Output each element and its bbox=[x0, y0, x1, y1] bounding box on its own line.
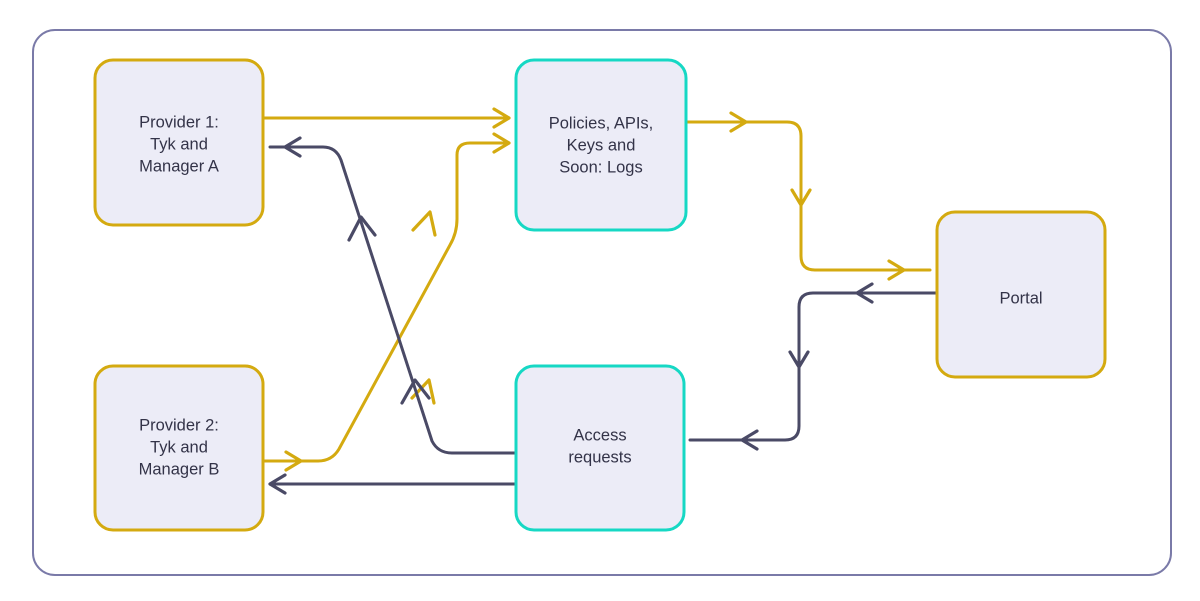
node-access-requests-label-line-1: Access bbox=[573, 426, 626, 444]
node-policies-label-line-2: Keys and bbox=[567, 136, 636, 154]
edge-access-to-provider2 bbox=[268, 473, 518, 495]
arrowhead-icon bbox=[790, 188, 812, 207]
edge-policies-to-portal bbox=[684, 111, 932, 281]
node-policies-label-line-1: Policies, APIs, bbox=[549, 114, 654, 132]
node-provider-2[interactable]: Provider 2: Tyk and Manager B bbox=[93, 364, 265, 532]
arrowhead-icon bbox=[788, 350, 810, 369]
node-provider-2-box[interactable] bbox=[93, 364, 265, 532]
node-access-requests-label-line-2: requests bbox=[568, 448, 631, 466]
arrowhead-icon bbox=[268, 473, 287, 495]
edge-policies-to-provider1 bbox=[268, 136, 518, 455]
arrowhead-icon bbox=[855, 282, 874, 304]
outer-container-frame bbox=[32, 29, 1172, 576]
arrowhead-icon bbox=[887, 259, 906, 281]
arrowhead-icon bbox=[740, 429, 759, 451]
node-policies-apis-keys-logs[interactable]: Policies, APIs, Keys and Soon: Logs bbox=[514, 58, 688, 232]
node-policies-box[interactable] bbox=[514, 58, 688, 232]
arrowhead-icon bbox=[400, 378, 431, 405]
node-policies-label-line-3: Soon: Logs bbox=[559, 158, 642, 176]
arrowhead-icon bbox=[729, 111, 748, 133]
node-provider-1[interactable]: Provider 1: Tyk and Manager A bbox=[93, 58, 265, 227]
node-provider-1-box[interactable] bbox=[93, 58, 265, 227]
arrowhead-icon bbox=[492, 107, 511, 129]
node-access-requests-box[interactable] bbox=[514, 364, 686, 532]
node-portal[interactable]: Portal bbox=[935, 210, 1107, 379]
arrowhead-icon bbox=[411, 210, 437, 237]
edge-provider1-to-policies bbox=[260, 107, 511, 129]
node-access-requests[interactable]: Access requests bbox=[514, 364, 686, 532]
node-provider-1-label-line-3: Manager A bbox=[139, 157, 219, 175]
edge-line bbox=[260, 141, 511, 463]
arrowhead-icon bbox=[283, 136, 302, 158]
node-provider-2-label-line-3: Manager B bbox=[139, 460, 220, 478]
node-portal-label: Portal bbox=[999, 289, 1042, 307]
node-provider-1-label-line-2: Tyk and bbox=[150, 135, 208, 153]
arrowhead-icon bbox=[492, 132, 511, 154]
node-portal-box[interactable] bbox=[935, 210, 1107, 379]
edge-line bbox=[268, 145, 518, 455]
arrowhead-icon bbox=[347, 215, 377, 242]
edge-line bbox=[684, 120, 932, 272]
node-provider-2-label-line-2: Tyk and bbox=[150, 438, 208, 456]
node-provider-1-label-line-1: Provider 1: bbox=[139, 113, 219, 131]
edge-line bbox=[688, 291, 939, 442]
arrowhead-icon bbox=[284, 450, 303, 472]
edge-portal-to-access bbox=[688, 282, 939, 451]
node-provider-2-label-line-1: Provider 2: bbox=[139, 416, 219, 434]
